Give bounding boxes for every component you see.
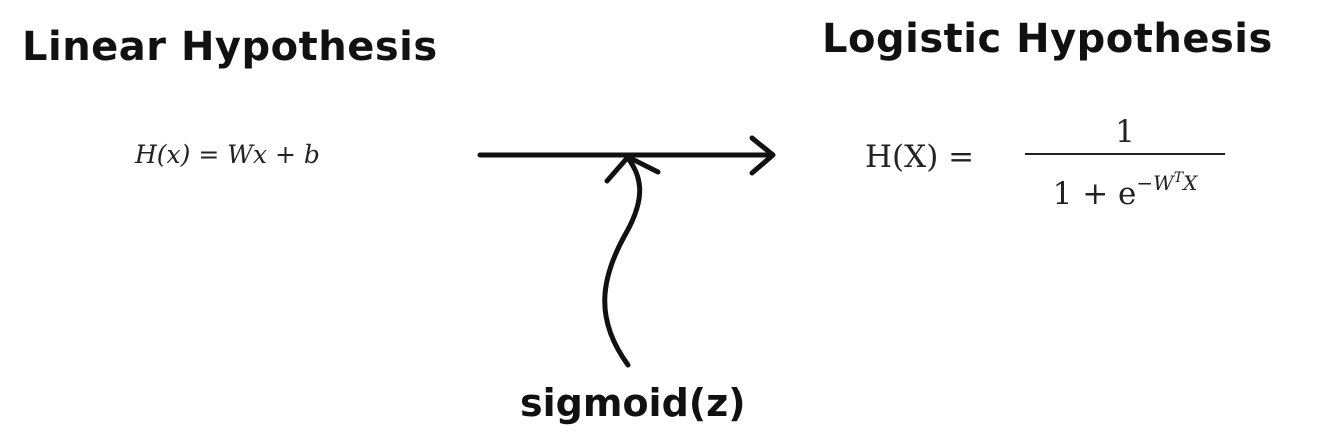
curved-up-arrow-head (604, 154, 661, 184)
logistic-formula-denominator: 1 + e−WTX (1025, 159, 1225, 213)
logistic-formula-numerator: 1 (1115, 114, 1135, 150)
fraction-bar (1025, 153, 1225, 155)
exponent-head: −W (1136, 171, 1174, 195)
logistic-formula-fraction: 1 1 + e−WTX (1025, 113, 1225, 213)
logistic-hypothesis-heading: Logistic Hypothesis (822, 16, 1273, 62)
exponent-tail: X (1183, 171, 1198, 195)
logistic-formula-lhs: H(X) = (865, 139, 975, 175)
exponent-transpose: T (1173, 170, 1184, 186)
curved-up-arrow-shaft (602, 155, 643, 368)
exponent: −WTX (1136, 170, 1198, 195)
linear-hypothesis-heading: Linear Hypothesis (22, 24, 438, 70)
linear-formula: H(x) = Wx + b (135, 140, 320, 169)
right-arrow-head (749, 135, 776, 176)
denominator-base: 1 + e (1052, 176, 1137, 212)
linear-formula-equals: = (190, 140, 228, 169)
linear-formula-lhs: H(x) (135, 140, 191, 169)
sigmoid-label: sigmoid(z) (520, 381, 746, 425)
linear-formula-rhs: Wx + b (227, 140, 320, 169)
